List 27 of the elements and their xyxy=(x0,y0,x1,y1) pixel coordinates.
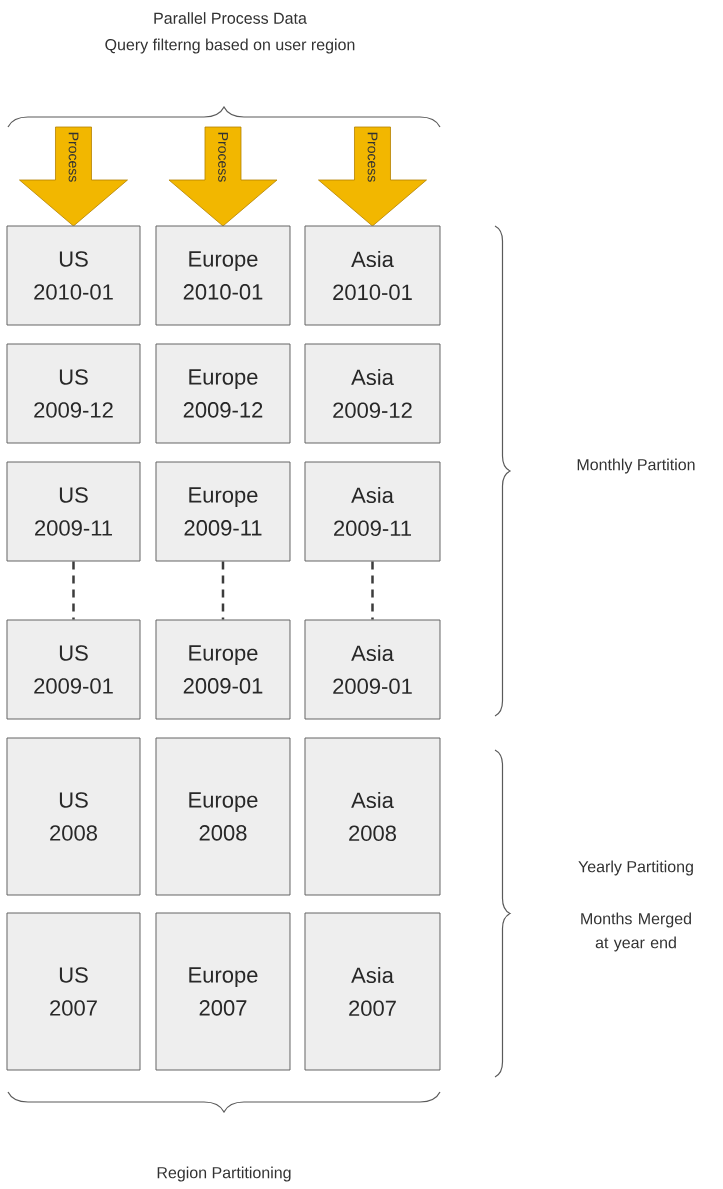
partition-box: US 2009-01 xyxy=(6,619,141,720)
partition-box: US 2008 xyxy=(6,737,141,896)
partition-box: Asia 2009-12 xyxy=(304,343,441,444)
partition-box: US 2009-11 xyxy=(6,461,141,562)
partition-box: Europe 2009-12 xyxy=(155,343,291,444)
partition-box: US 2007 xyxy=(6,912,141,1071)
annotation-text: Parallel Process Data xyxy=(154,12,307,24)
partition-box: Europe 2010-01 xyxy=(155,225,291,326)
annotation-text: Months Merged at year end xyxy=(581,912,691,952)
partition-box: Asia 2007 xyxy=(304,912,441,1071)
partition-box: Europe 2007 xyxy=(155,912,291,1071)
partition-box: Europe 2009-11 xyxy=(155,461,291,562)
partition-box: Asia 2008 xyxy=(304,737,441,896)
dashed-line xyxy=(371,561,374,620)
annotation-text: Query filterng based on user region xyxy=(105,38,355,54)
partition-box: Europe 2009-01 xyxy=(155,619,291,720)
annotation-text: Region Partitioning xyxy=(157,1166,291,1182)
partition-box: Asia 2009-01 xyxy=(304,619,441,720)
annotation-text: Monthly Partition xyxy=(577,458,695,474)
partition-box: US 2009-12 xyxy=(6,343,141,444)
partition-box: Asia 2010-01 xyxy=(304,225,441,326)
partition-box: US 2010-01 xyxy=(6,225,141,326)
dashed-line xyxy=(221,561,225,620)
dashed-line xyxy=(72,561,75,620)
partition-box: Asia 2009-11 xyxy=(304,461,441,562)
annotation-text: Yearly Partitiong xyxy=(578,860,693,876)
partition-box: Europe 2008 xyxy=(155,737,291,896)
